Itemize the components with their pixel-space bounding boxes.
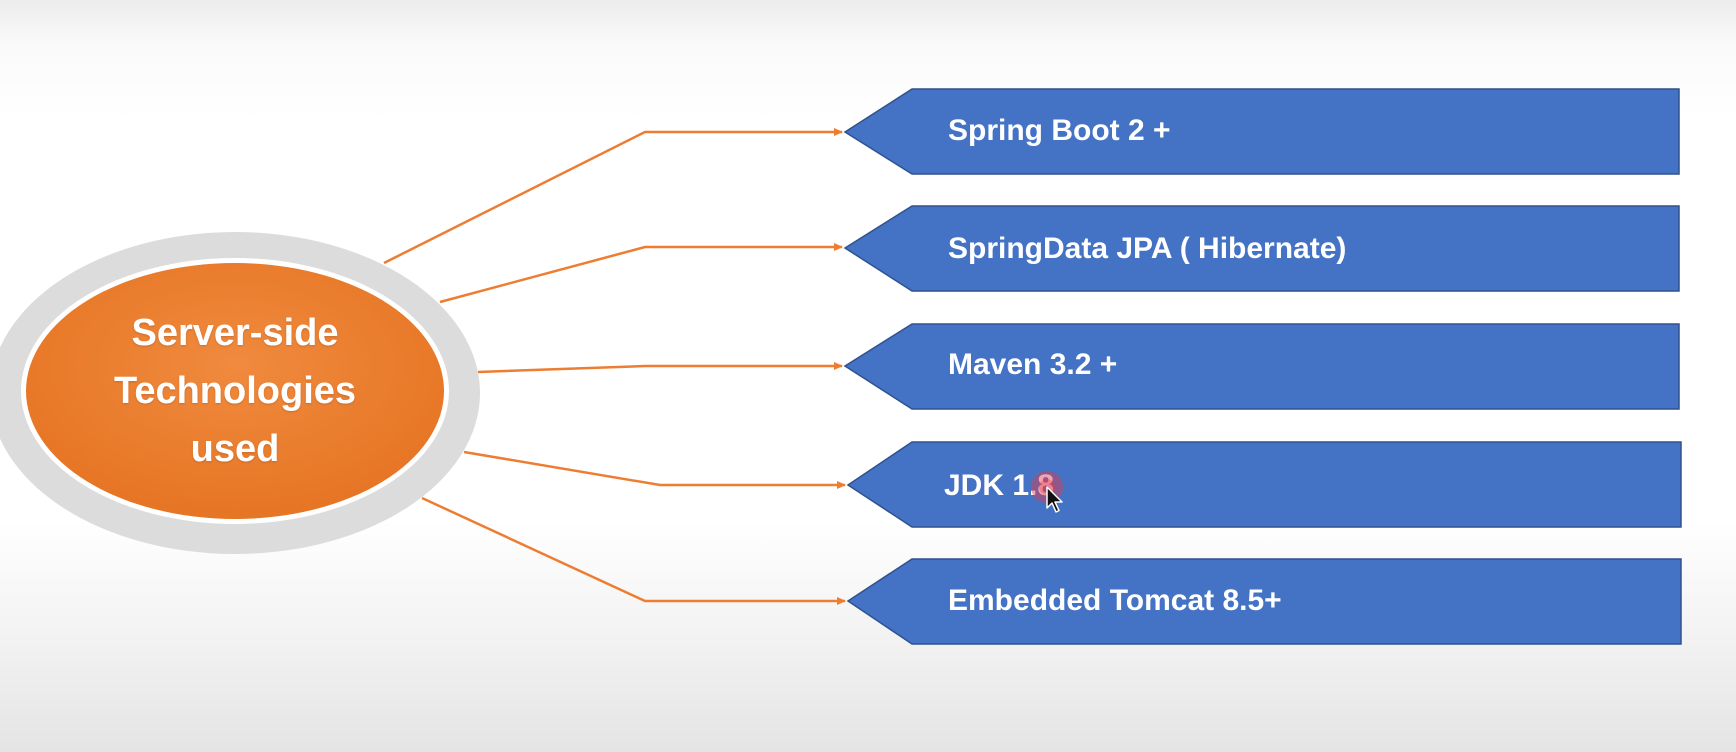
item-shape-3 xyxy=(843,323,1680,410)
connector-2 xyxy=(439,243,843,304)
item-shape-2 xyxy=(843,205,1680,292)
item-shape-1 xyxy=(843,88,1680,175)
item-label-spring-boot: Spring Boot 2 + xyxy=(948,114,1171,147)
connector-4 xyxy=(463,450,846,489)
center-node xyxy=(0,232,480,554)
center-node-fill xyxy=(26,263,444,519)
item-label-maven: Maven 3.2 + xyxy=(948,348,1118,381)
cursor-arrow xyxy=(1046,486,1063,513)
item-shapes xyxy=(843,88,1682,645)
center-label-line-1: Server-side xyxy=(131,312,339,354)
item-shape-5 xyxy=(846,558,1682,645)
connector-3 xyxy=(477,362,843,374)
connector-5 xyxy=(421,496,846,605)
center-label-line-3: used xyxy=(190,428,280,470)
item-label-jdk: JDK 1.8 xyxy=(944,469,1055,502)
center-label-line-2: Technologies xyxy=(113,370,357,412)
item-label-embedded-tomcat: Embedded Tomcat 8.5+ xyxy=(948,584,1282,617)
connectors xyxy=(383,128,846,605)
center-node-label: Server-side Technologies used xyxy=(25,262,445,520)
connector-1 xyxy=(383,128,843,265)
item-label-spring-data-jpa: SpringData JPA ( Hibernate) xyxy=(948,232,1347,265)
mouse-pointer-icon xyxy=(1031,471,1063,513)
